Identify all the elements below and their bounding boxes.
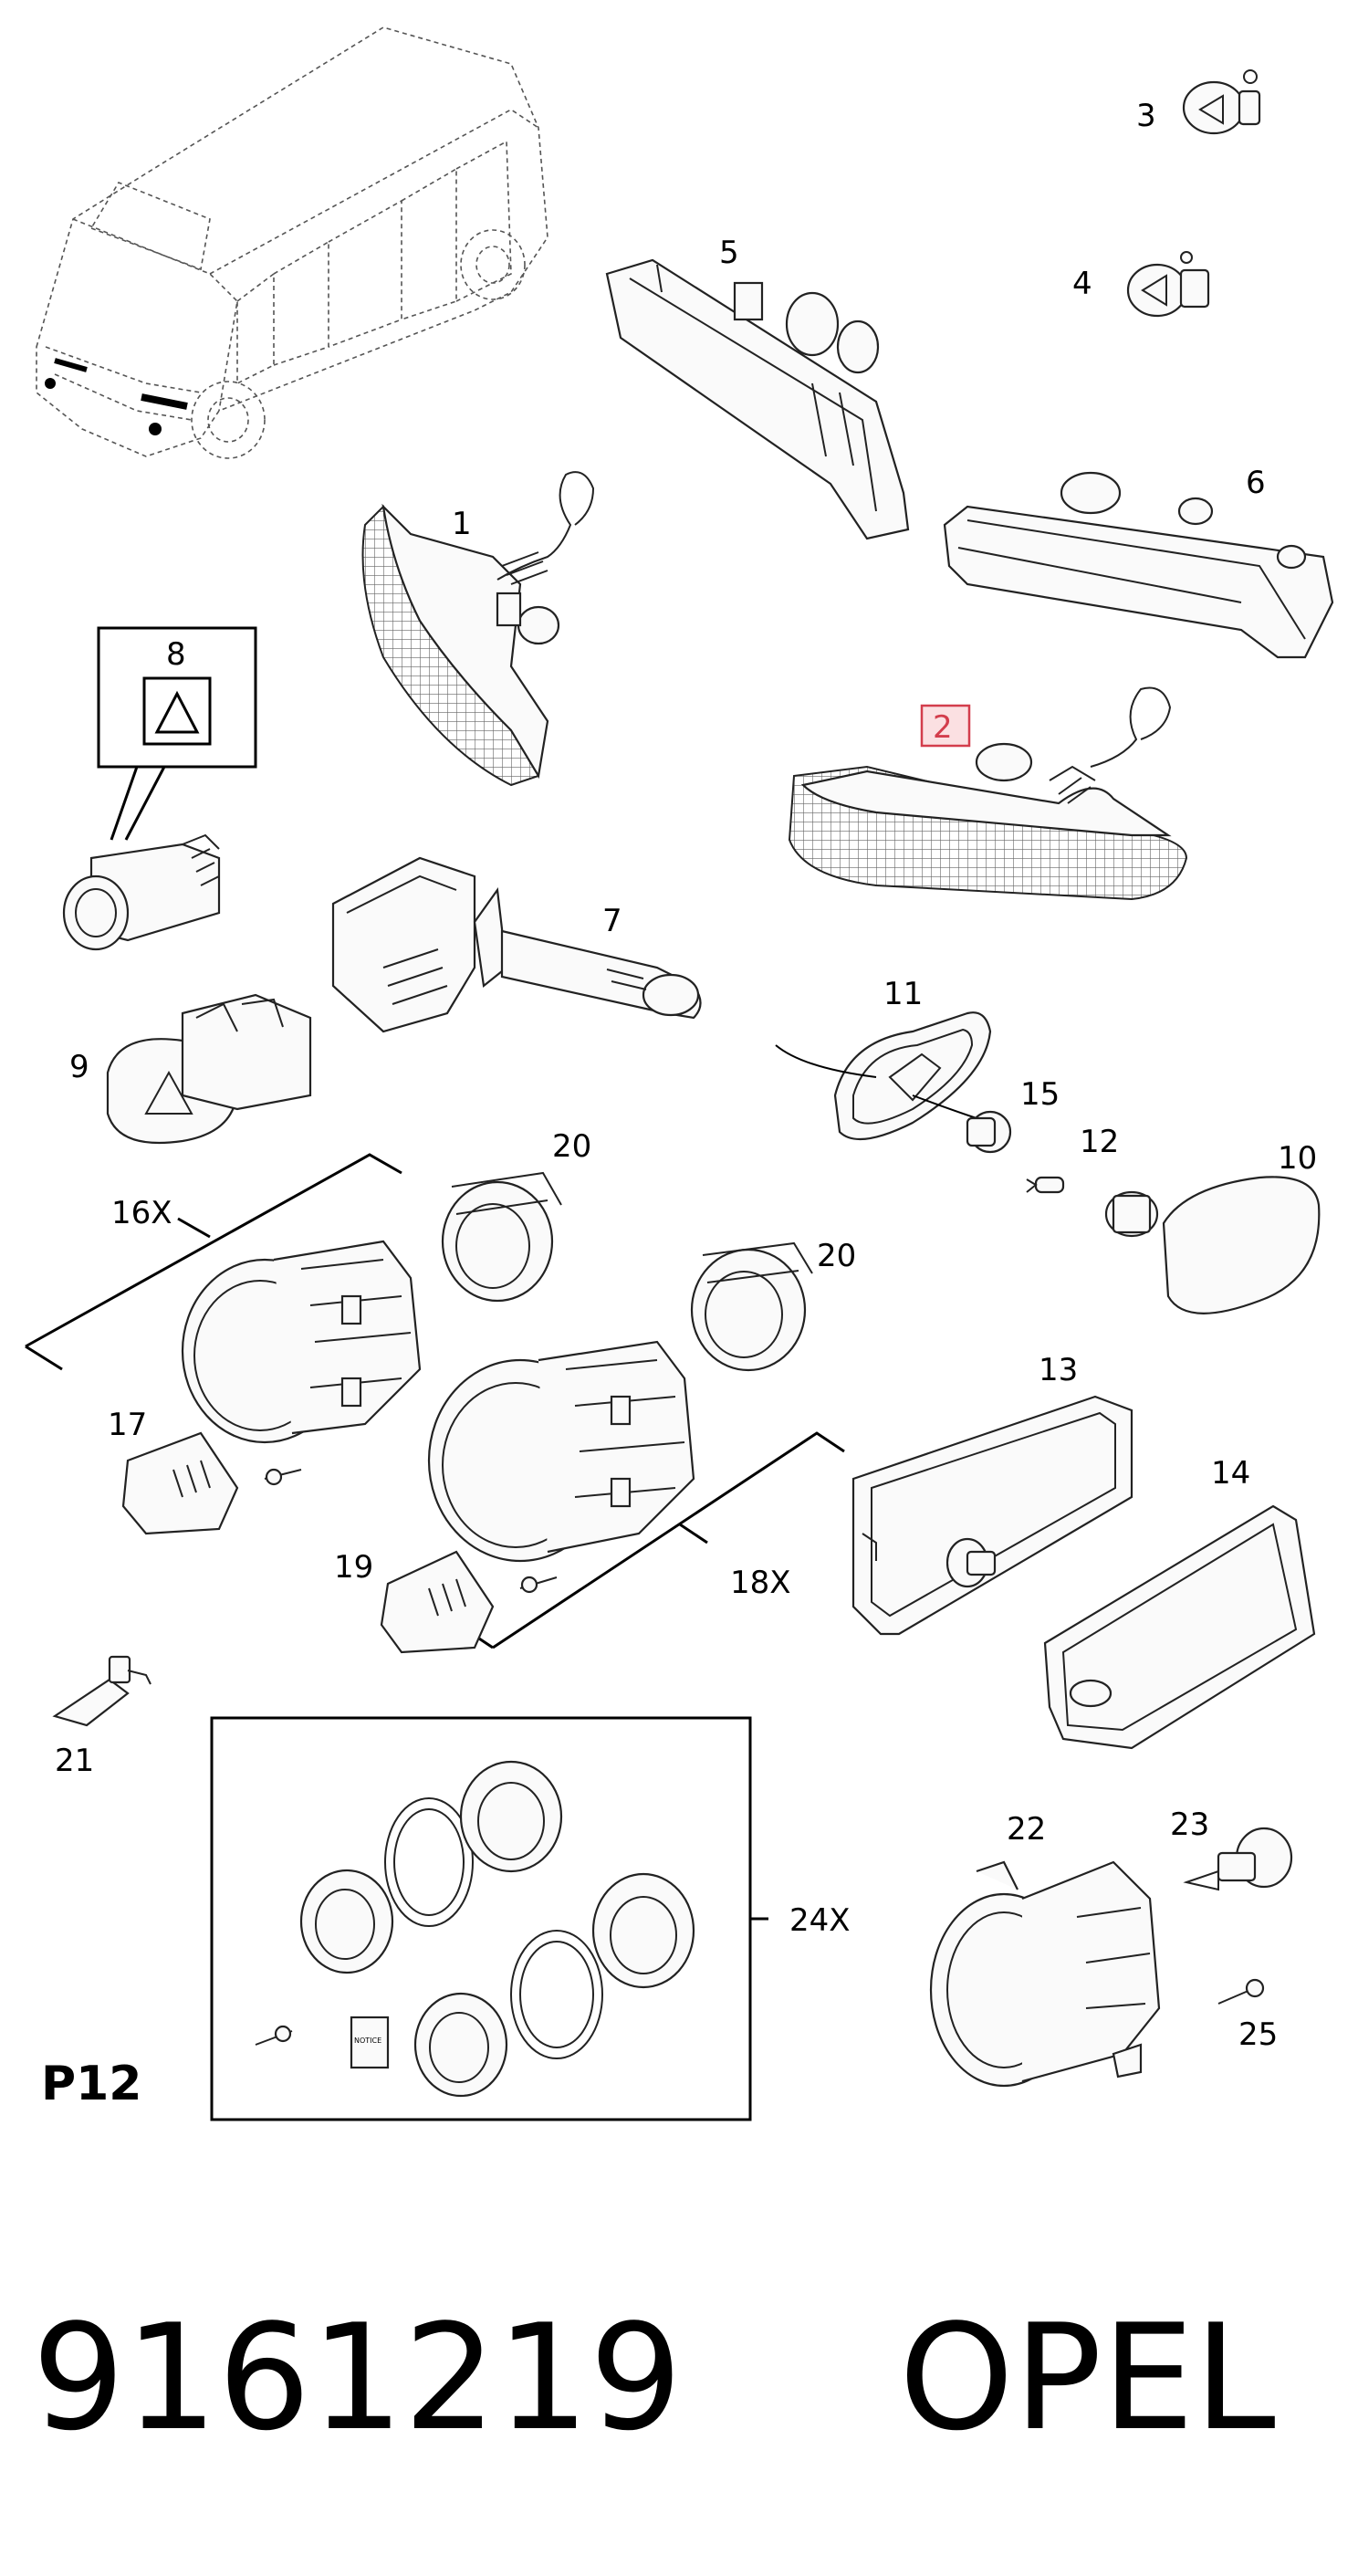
lamp-housing-5 [605,258,910,540]
label-10: 10 [1278,1140,1317,1177]
bulb-4 [1126,251,1210,318]
label-11: 11 [883,976,923,1012]
label-12: 12 [1080,1124,1119,1160]
label-4: 4 [1072,266,1092,302]
label-7: 7 [602,903,622,939]
label-8: 8 [166,636,186,673]
hazard-switch-8 [62,833,221,951]
retaining-ring-20-upper [441,1171,562,1303]
fog-lamp-18 [427,1340,845,1649]
bracket-17 [121,1431,302,1535]
label-18: 18X [730,1565,791,1601]
label-20-upper: 20 [552,1128,591,1165]
lamp-lens-14 [1043,1504,1316,1750]
part-number: 9161219 [32,2292,683,2463]
bulb-12 [1026,1176,1065,1194]
label-6: 6 [1246,465,1266,501]
hazard-switch-9 [106,993,312,1145]
label-14: 14 [1211,1455,1250,1492]
label-15: 15 [1020,1076,1060,1113]
bracket-19 [380,1550,558,1654]
label-19: 19 [334,1549,373,1586]
fog-lamp-22 [929,1860,1161,2088]
label-25: 25 [1238,2016,1278,2053]
repair-kit-24: NOTICE [210,1716,768,2121]
page-tag: P12 [41,2057,141,2111]
label-20-lower: 20 [817,1238,856,1274]
screw-25 [1217,1978,1265,2005]
label-22: 22 [1007,1811,1046,1848]
label-9: 9 [69,1049,89,1085]
lamp-housing-6 [943,471,1334,659]
notice-text: NOTICE [354,2037,381,2045]
side-marker-2 [788,686,1188,901]
highlight-box [920,704,971,748]
label-2-highlighted: 2 [933,709,953,746]
bulb-23 [1183,1827,1293,1891]
side-repeater-11 [775,1011,992,1141]
label-17: 17 [108,1407,147,1443]
retaining-ring-20-lower [690,1241,813,1372]
label-24: 24X [789,1902,851,1939]
notice-leaflet [350,2016,390,2069]
label-5: 5 [719,235,739,271]
brand-name: OPEL [899,2292,1276,2463]
label-3: 3 [1136,98,1156,134]
fog-lamp-16 [25,1153,422,1444]
van-illustration [36,26,548,459]
side-marker-10 [1104,1176,1321,1314]
label-1: 1 [452,506,472,542]
bulb-3 [1182,69,1261,135]
bulb-21 [52,1655,151,1727]
label-23: 23 [1170,1806,1209,1843]
combination-switch-7 [331,856,702,1033]
bulb-socket-15 [966,1110,1012,1154]
label-13: 13 [1039,1352,1078,1388]
label-21: 21 [55,1743,94,1779]
side-marker-1 [361,471,595,787]
number-plate-lamp-13 [851,1395,1133,1636]
label-16: 16X [111,1195,172,1231]
hazard-switch-callout [97,626,257,841]
